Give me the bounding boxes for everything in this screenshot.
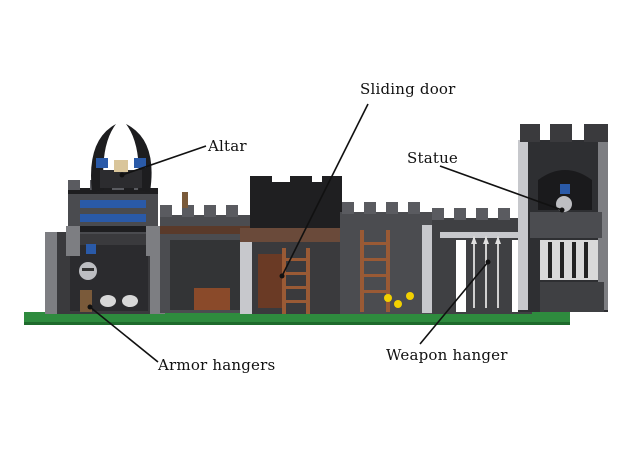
statue-leader-line [439, 165, 563, 211]
label-armor-hangers: Armor hangers [158, 356, 276, 374]
label-statue: Statue [407, 149, 459, 167]
armor-hangers-model [79, 244, 138, 312]
right-tower [518, 124, 608, 312]
weapon-hanger-model [432, 208, 532, 314]
right-wall [340, 202, 440, 314]
altar-leader-line [121, 145, 207, 176]
label-sliding-door: Sliding door [360, 80, 456, 98]
sliding-door-leader-line [281, 103, 369, 277]
altar-model [91, 124, 152, 192]
green-baseplate [24, 312, 570, 324]
armor-hangers-leader-line [89, 306, 159, 363]
left-tower [45, 180, 165, 314]
label-weapon-hanger: Weapon hanger [386, 346, 508, 364]
label-altar: Altar [208, 137, 247, 155]
weapon-hanger-leader-line [419, 261, 489, 345]
sliding-door-gatehouse [240, 176, 352, 314]
